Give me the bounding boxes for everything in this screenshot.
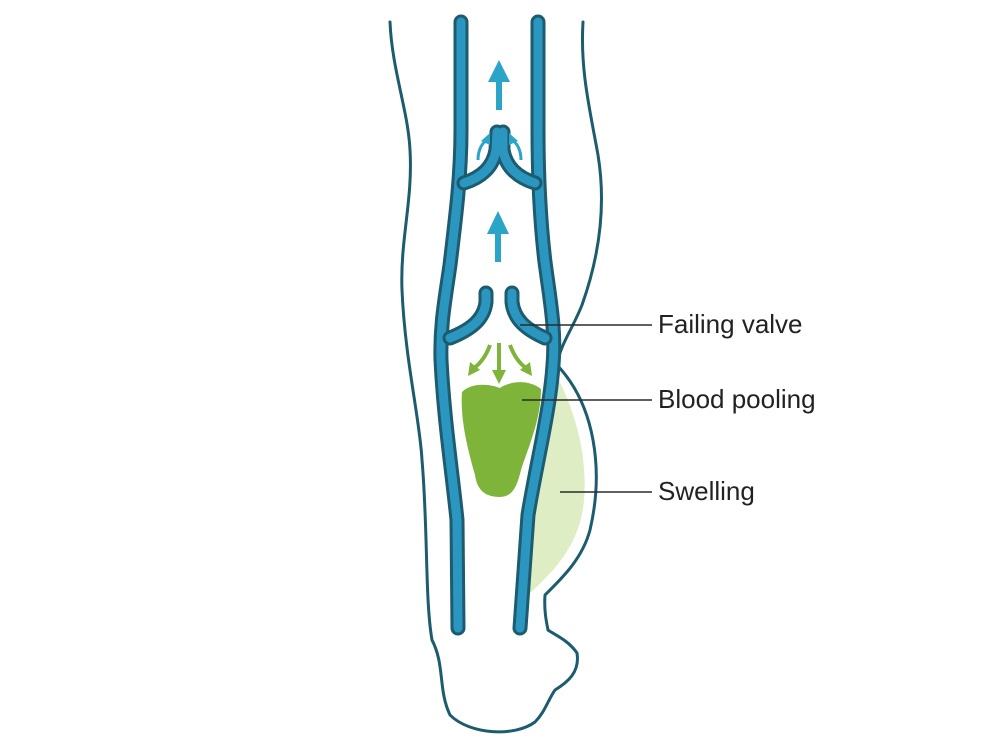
arrow-up-icon [487,211,509,262]
failing-valve-fill [445,288,550,343]
failing-valve-label: Failing valve [658,309,803,339]
arrow-down-icon [492,343,506,384]
arrow-up-icon [509,133,523,161]
callout-lines [520,324,652,493]
failing-valve [442,285,553,346]
upward-flow-arrows [476,60,523,262]
healthy-valve [456,124,543,191]
backflow-arrows [468,343,532,384]
arrow-down-icon [468,344,492,376]
arrow-up-icon [476,133,490,161]
right-vein-wall [515,17,559,633]
arrow-down-icon [508,344,532,376]
leg-left-contour [388,20,579,734]
healthy-valve-fill [459,127,540,188]
swelling-label: Swelling [658,476,755,506]
blood-pooling-label: Blood pooling [658,384,816,414]
blood-pool [461,382,541,497]
arrow-up-icon [488,60,510,110]
